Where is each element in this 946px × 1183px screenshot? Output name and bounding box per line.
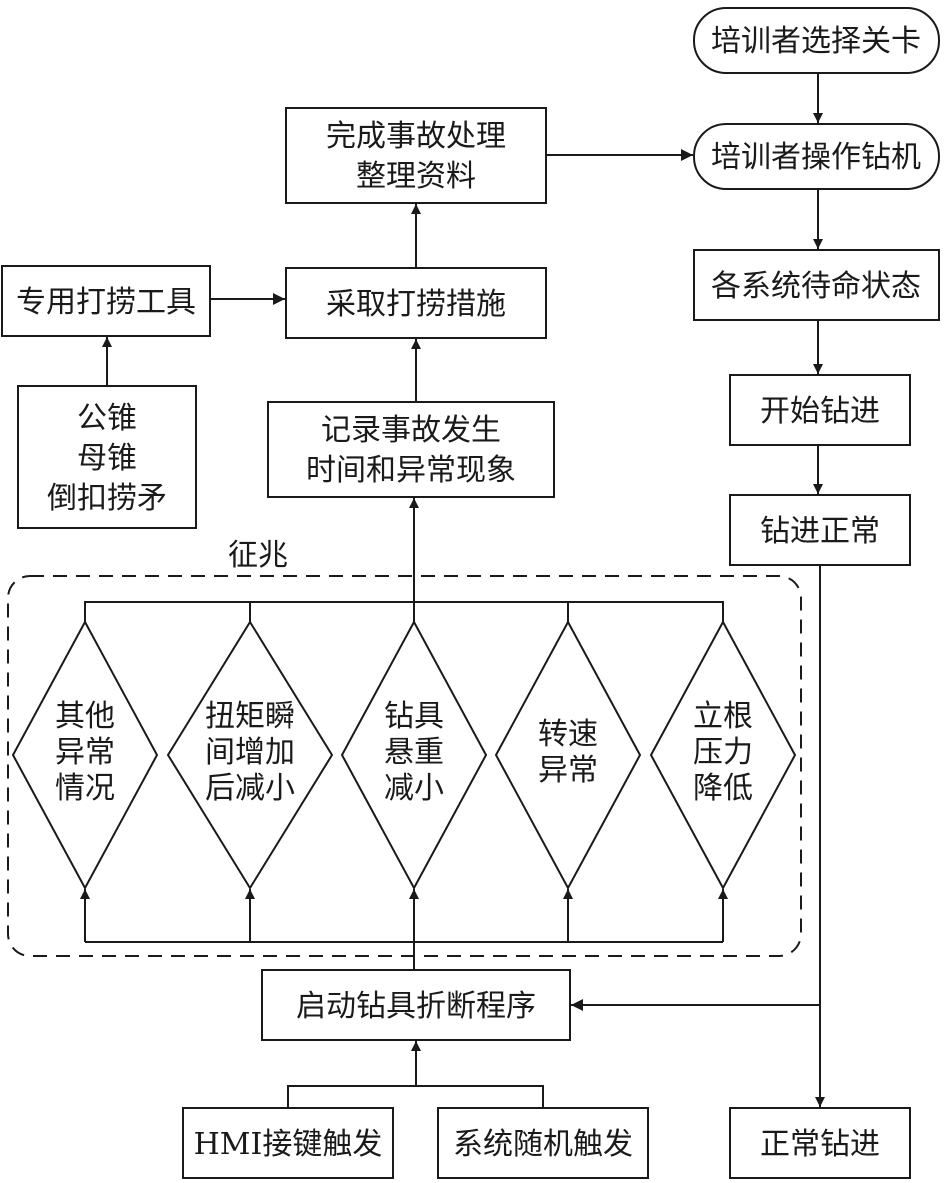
node-drill-normal-label: 钻进正常 (760, 514, 880, 549)
svg-text:悬重: 悬重 (384, 735, 444, 770)
node-tool-types: 公锥 母锥 倒扣捞矛 (17, 385, 197, 529)
svg-text:扭矩瞬: 扭矩瞬 (205, 699, 295, 734)
node-record: 记录事故发生 时间和异常现象 (267, 401, 555, 498)
node-start-break-label: 启动钻具折断程序 (296, 989, 536, 1024)
svg-text:钻具: 钻具 (384, 699, 444, 734)
svg-text:异常: 异常 (55, 735, 115, 770)
node-select-level-label: 培训者选择关卡 (711, 24, 921, 59)
node-complete: 完成事故处理 整理资料 (285, 107, 547, 204)
node-tool-types-line-1: 公锥 (77, 401, 137, 436)
node-select-level: 培训者选择关卡 (693, 7, 940, 74)
node-tool-types-line-2: 母锥 (77, 441, 137, 476)
node-complete-line-1: 完成事故处理 (326, 119, 506, 154)
node-fishing-tools-label: 专用打捞工具 (16, 285, 196, 320)
node-record-line-2: 时间和异常现象 (306, 453, 516, 488)
node-normal-drilling: 正常钻进 (729, 1107, 911, 1179)
node-fishing: 采取打捞措施 (285, 267, 547, 339)
node-fishing-tools: 专用打捞工具 (1, 265, 211, 337)
symptom-top-bus (84, 601, 724, 622)
svg-text:转速: 转速 (538, 717, 598, 752)
svg-text:降低: 降低 (693, 771, 753, 806)
trigger-bus (287, 1085, 544, 1108)
svg-text:其他: 其他 (55, 699, 115, 734)
symptom-group-frame (7, 575, 802, 957)
node-random-trigger-label: 系统随机触发 (453, 1127, 633, 1162)
node-random-trigger: 系统随机触发 (437, 1107, 649, 1179)
svg-text:压力: 压力 (693, 735, 753, 770)
node-operate-rig-label: 培训者操作钻机 (711, 140, 921, 175)
svg-text:间增加: 间增加 (205, 735, 295, 770)
symptom-other: 其他 异常 情况 (11, 619, 159, 891)
svg-text:立根: 立根 (693, 699, 753, 734)
node-fishing-label: 采取打捞措施 (326, 287, 506, 322)
symptom-torque: 扭矩瞬 间增加 后减小 (166, 620, 334, 890)
symptom-group-label: 征兆 (228, 538, 288, 573)
node-operate-rig: 培训者操作钻机 (693, 123, 940, 190)
node-hmi-trigger-label: HMI接键触发 (194, 1127, 383, 1162)
node-record-line-1: 记录事故发生 (321, 413, 501, 448)
node-standby: 各系统待命状态 (693, 249, 940, 321)
node-drill-normal: 钻进正常 (729, 494, 911, 566)
node-complete-line-2: 整理资料 (356, 159, 476, 194)
node-normal-drilling-label: 正常钻进 (760, 1127, 880, 1162)
svg-text:后减小: 后减小 (205, 771, 295, 806)
svg-text:情况: 情况 (55, 771, 115, 806)
svg-text:减小: 减小 (384, 771, 444, 806)
node-start-drill: 开始钻进 (729, 374, 911, 446)
node-start-break: 启动钻具折断程序 (261, 969, 571, 1041)
symptom-rpm: 转速 异常 (494, 619, 642, 891)
node-standby-label: 各系统待命状态 (711, 269, 921, 304)
svg-text:异常: 异常 (538, 753, 598, 788)
node-start-drill-label: 开始钻进 (760, 394, 880, 429)
symptom-hook-load: 钻具 悬重 减小 (340, 619, 488, 891)
edges (80, 73, 825, 1108)
node-tool-types-line-3: 倒扣捞矛 (47, 481, 167, 516)
symptom-standpipe-pressure: 立根 压力 降低 (649, 619, 797, 891)
node-hmi-trigger: HMI接键触发 (182, 1107, 394, 1179)
